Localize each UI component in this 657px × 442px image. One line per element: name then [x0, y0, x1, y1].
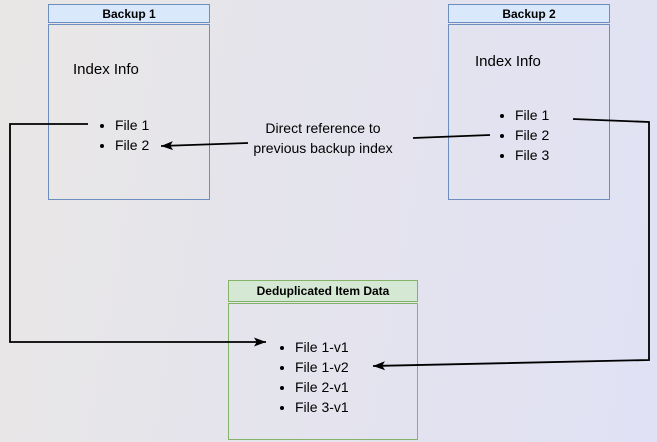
- direct-reference-annotation: Direct reference to previous backup inde…: [238, 119, 408, 158]
- backup1-box: [48, 24, 210, 200]
- backup2-file-list: File 1File 2File 3: [491, 105, 601, 165]
- list-item: File 2: [115, 135, 201, 155]
- list-item: File 3: [515, 145, 601, 165]
- list-item: File 2: [515, 125, 601, 145]
- backup1-index-info-label: Index Info: [73, 61, 139, 78]
- dedup-box: [228, 303, 418, 440]
- backup1-header: Backup 1: [48, 4, 210, 23]
- list-item: File 1-v2: [295, 357, 401, 377]
- dedup-title: Deduplicated Item Data: [256, 284, 390, 298]
- list-item: File 3-v1: [295, 397, 401, 417]
- backup2-index-info-label: Index Info: [475, 53, 541, 70]
- dedup-header: Deduplicated Item Data: [228, 280, 418, 302]
- backup2-title: Backup 2: [502, 6, 556, 21]
- annotation-line2: previous backup index: [253, 139, 393, 156]
- list-item: File 2-v1: [295, 377, 401, 397]
- dedup-file-list: File 1-v1File 1-v2File 2-v1File 3-v1: [271, 337, 401, 417]
- annotation-line1: Direct reference to: [265, 120, 381, 136]
- backup1-file-list: File 1File 2: [91, 115, 201, 155]
- list-item: File 1-v1: [295, 337, 401, 357]
- list-item: File 1: [115, 115, 201, 135]
- backup1-title: Backup 1: [102, 6, 156, 21]
- list-item: File 1: [515, 105, 601, 125]
- backup2-header: Backup 2: [448, 4, 610, 23]
